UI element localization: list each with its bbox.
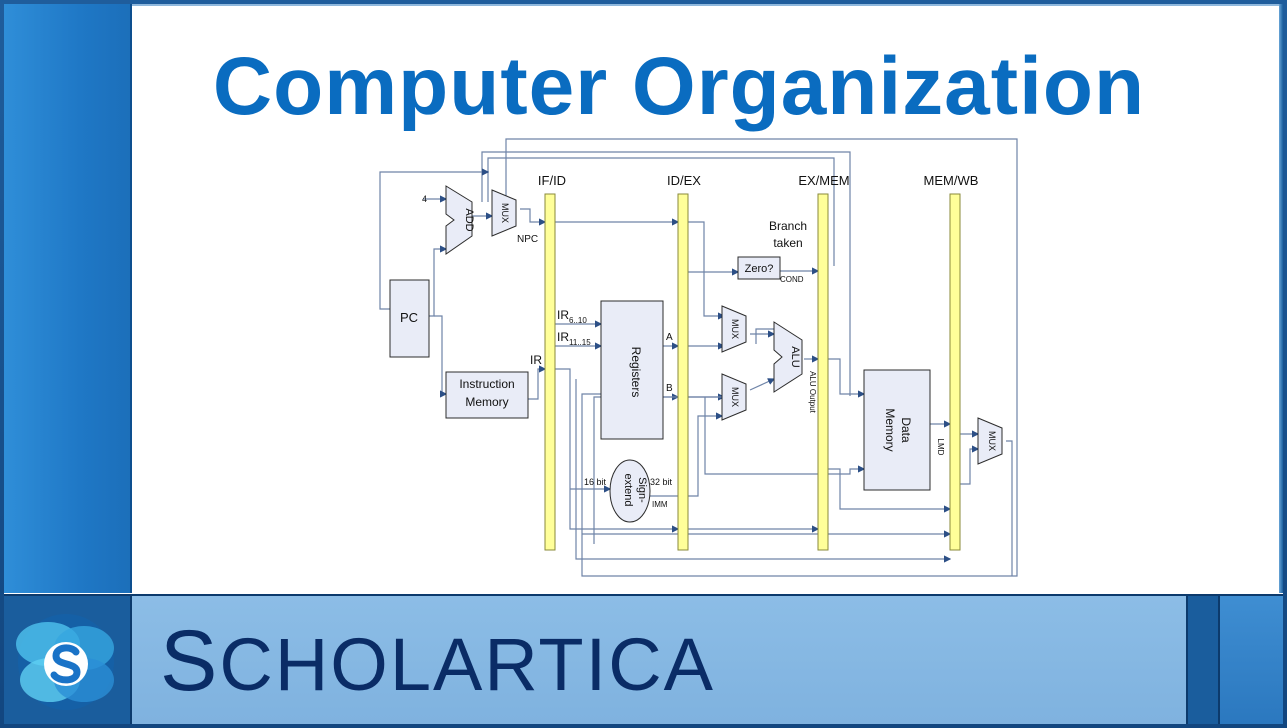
- pipeline-register-idex: [677, 193, 689, 551]
- wires: [379, 138, 1018, 577]
- footer-right-strip: [1188, 596, 1218, 724]
- pc-mux: [491, 189, 517, 237]
- ir-label: IR: [530, 353, 542, 367]
- branch-label-2: taken: [773, 236, 802, 250]
- b-label: B: [666, 383, 673, 394]
- pc-block: [389, 279, 430, 358]
- label-ifid: IF/ID: [538, 173, 566, 188]
- footer-right-panel: [1220, 596, 1283, 724]
- pipeline-register-memwb: [949, 193, 961, 551]
- alu-mux-a-label: MUX: [730, 319, 740, 339]
- alu-mux-a: [721, 305, 747, 353]
- ir-b-subscript: 11..15: [569, 338, 591, 347]
- alu-mux-b-label: MUX: [730, 387, 740, 407]
- pipeline-register-ifid: [544, 193, 556, 551]
- wb-mux: [977, 417, 1003, 465]
- add-label: ADD: [463, 208, 475, 231]
- brand-first-letter: S: [160, 613, 220, 709]
- brand-wordmark: SCHOLARTICA: [160, 612, 715, 711]
- label-exmem: EX/MEM: [798, 173, 849, 188]
- slide-title: Computer Organization: [212, 41, 1146, 132]
- alu-output-label: ALU Output: [808, 371, 817, 414]
- instruction-memory-label-1: Instruction: [459, 377, 514, 391]
- imm-label: IMM: [652, 500, 668, 509]
- instruction-memory-label-2: Memory: [465, 395, 508, 409]
- top-divider: [132, 4, 1280, 6]
- pipeline-diagram: IF/ID ID/EX EX/MEM MEM/WB PC Instruction…: [379, 138, 1018, 577]
- a-label: A: [666, 332, 673, 343]
- lmd-label: LMD: [936, 439, 945, 456]
- bit32-label: 32 bit: [650, 477, 673, 487]
- four-label: 4: [422, 194, 427, 204]
- pc-label: PC: [400, 310, 418, 325]
- right-edge: [1279, 4, 1283, 593]
- slide: Computer Organization: [4, 4, 1283, 724]
- footer-brand-panel: [132, 596, 1186, 724]
- ir-a-subscript: 6..10: [569, 316, 587, 325]
- cond-label: COND: [780, 275, 804, 284]
- left-accent-bar: [4, 4, 130, 593]
- ir-b-label: IR: [557, 330, 569, 344]
- alu-mux-b: [721, 373, 747, 421]
- sign-extend-label-2: extend: [622, 473, 634, 506]
- blocks: [389, 185, 1003, 523]
- data-memory-label-2: Memory: [883, 408, 897, 451]
- ir-a-label: IR: [557, 308, 569, 322]
- sign-extend-block: [609, 459, 651, 523]
- alu-label: ALU: [789, 346, 801, 367]
- instruction-memory-block: [445, 371, 529, 419]
- scholartica-logo: [16, 614, 114, 710]
- pipeline-registers: IF/ID ID/EX EX/MEM MEM/WB: [538, 173, 979, 551]
- brand-rest: CHOLARTICA: [219, 623, 715, 706]
- data-memory-label-1: Data: [899, 417, 913, 443]
- add-unit: [445, 185, 473, 255]
- branch-label-1: Branch: [769, 219, 807, 233]
- bit16-label: 16 bit: [584, 477, 607, 487]
- wb-mux-label: MUX: [987, 431, 997, 451]
- zero-block: [737, 256, 781, 280]
- data-memory-block: [863, 369, 931, 491]
- pipeline-register-exmem: [817, 193, 829, 551]
- registers-label: Registers: [629, 347, 643, 398]
- pc-mux-label: MUX: [500, 203, 510, 223]
- zero-label: Zero?: [745, 263, 774, 275]
- registers-block: [600, 300, 664, 440]
- alu-unit: [773, 321, 803, 393]
- label-idex: ID/EX: [667, 173, 701, 188]
- sign-extend-label-1: Sign-: [636, 477, 648, 503]
- npc-label: NPC: [517, 234, 538, 245]
- left-bar-edge: [130, 4, 132, 593]
- label-memwb: MEM/WB: [924, 173, 979, 188]
